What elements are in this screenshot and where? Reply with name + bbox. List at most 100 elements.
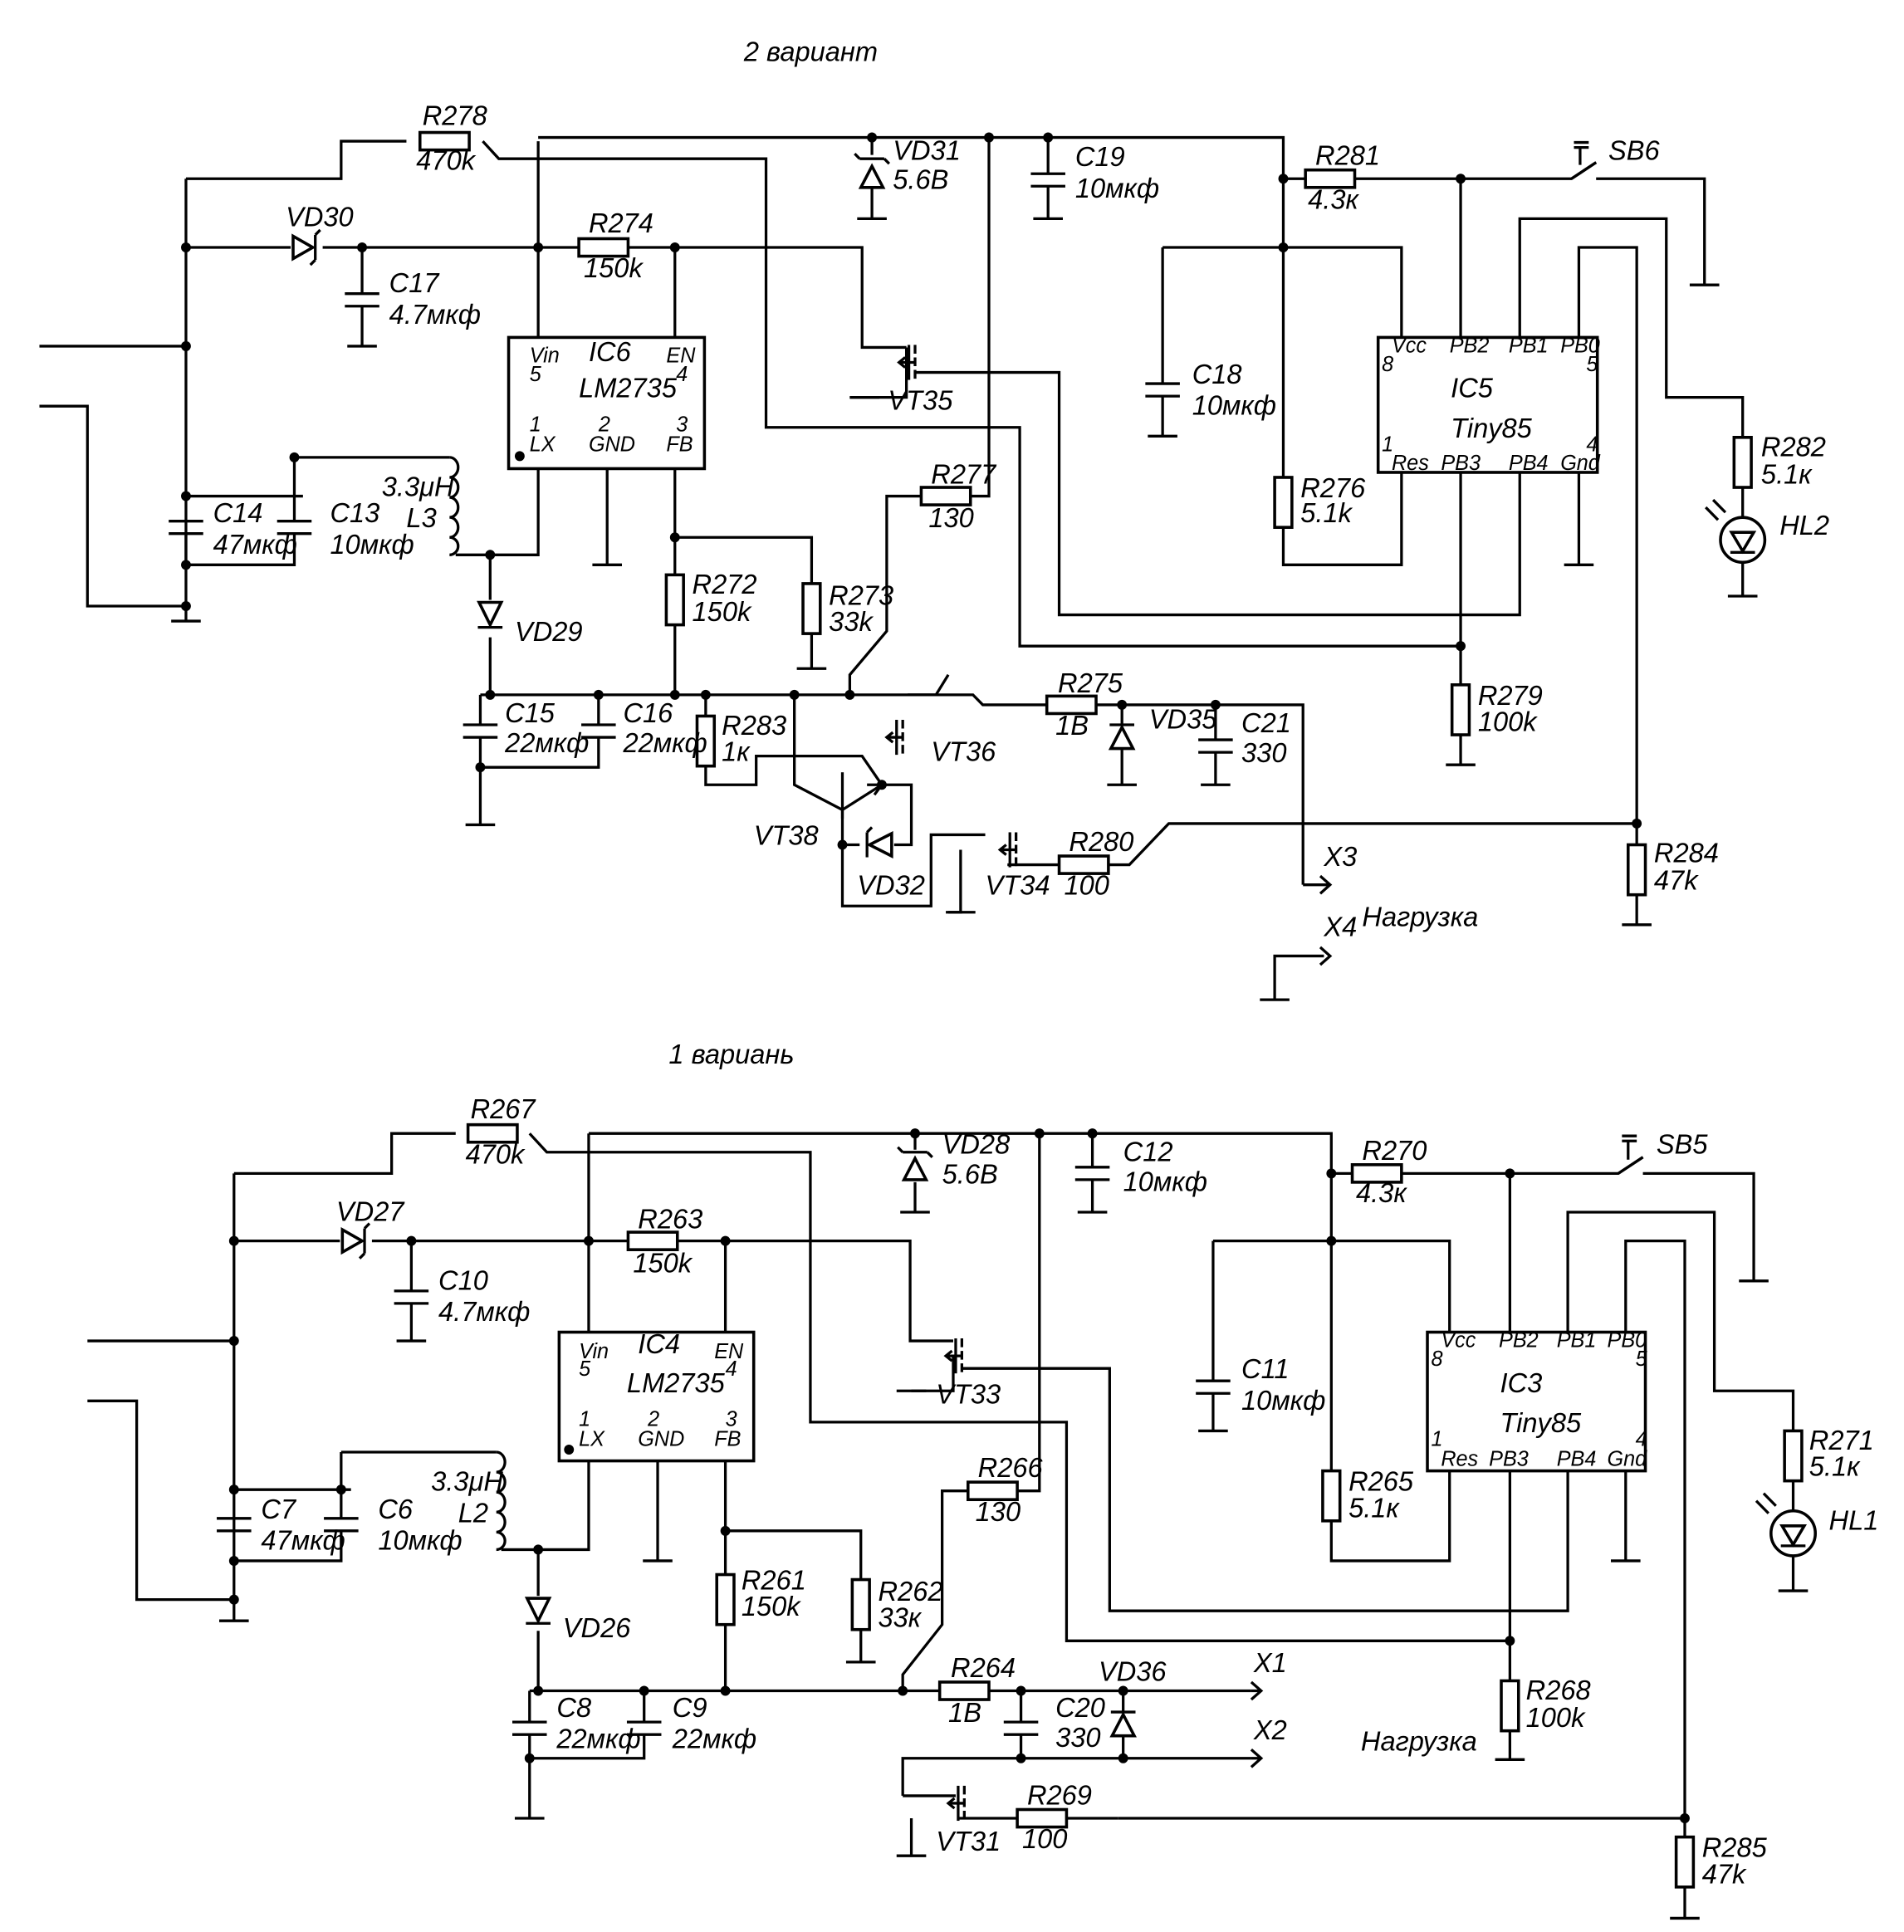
diode-vd36: [1109, 1710, 1137, 1738]
ic4-pin-vin: Vin: [579, 1340, 609, 1363]
label-c17-ref: C17: [389, 267, 441, 298]
wire-pb1: [1518, 217, 1745, 438]
label-c12-ref: C12: [1123, 1136, 1173, 1167]
label-vt36: VT36: [931, 736, 996, 766]
ic3-pin-vcc: Vcc: [1441, 1328, 1476, 1352]
wire-output-rail: [480, 673, 950, 697]
label-vt35: VT35: [888, 384, 953, 415]
capacitor-c10: [392, 1289, 430, 1305]
ic5-pin-5: 5: [1586, 353, 1598, 376]
ic5-tiny85: IC5 Tiny85 Vcc PB2 PB1 PB0 8 5 1 4 Res P…: [1376, 334, 1601, 475]
label-r261-ref: R261: [742, 1564, 806, 1595]
wire-x4: [1273, 954, 1324, 1000]
ic5-pin-4: 4: [1586, 433, 1598, 456]
label-r277-val: 130: [928, 502, 973, 533]
ic6-pin-1: 1: [530, 413, 541, 436]
label-l2-ref: L2: [458, 1497, 488, 1528]
capacitor-c15: [462, 723, 499, 739]
ic4-pin-fb: FB: [714, 1427, 741, 1450]
label-c19-ref: C19: [1075, 141, 1125, 172]
label-c14-val: 47мкф: [213, 529, 297, 560]
ic4-pin-3: 3: [726, 1407, 737, 1431]
variant-2: 2 вариант I: [39, 37, 1829, 1001]
label-r262-val: 33к: [879, 1602, 923, 1633]
label-l3-ref: L3: [406, 502, 436, 533]
label-r282-val: 5.1к: [1761, 458, 1813, 489]
label-vd28-ref: VD28: [942, 1128, 1011, 1159]
label-r278-val: 470k: [416, 144, 476, 175]
label-c10-val: 4.7мкф: [438, 1296, 530, 1327]
label-vt34: VT34: [986, 869, 1050, 900]
label-r272-ref: R272: [693, 569, 757, 599]
label-r279-val: 100k: [1478, 706, 1538, 736]
ic6-pin-fb: FB: [666, 433, 693, 456]
ic5-pin-vcc: Vcc: [1392, 334, 1427, 357]
led-hl1: [1755, 1492, 1817, 1558]
label-r261-val: 150k: [742, 1591, 801, 1621]
diode-vd31: [854, 152, 891, 189]
label-c16-ref: C16: [623, 697, 673, 728]
label-vd28-val: 5.6В: [942, 1158, 998, 1189]
wire-vt36: [908, 693, 1304, 885]
resistor-r272: [664, 573, 685, 627]
ic4-pin-2: 2: [647, 1407, 659, 1431]
resistor-r271: [1783, 1429, 1804, 1483]
inductor-l3: [449, 456, 460, 556]
label-r265-ref: R265: [1348, 1465, 1414, 1496]
wire-c13-c14: [184, 457, 303, 566]
wire-top-rail: [536, 135, 1403, 566]
transistor-vt34: [998, 830, 1018, 869]
ic4-pin-en: EN: [714, 1340, 744, 1363]
label-r267-val: 470k: [466, 1138, 526, 1169]
wire-lx: [538, 1460, 590, 1552]
label-hl2: HL2: [1779, 510, 1829, 540]
wire-pb0: [1118, 1239, 1686, 1820]
wire-c11: [1211, 1239, 1451, 1431]
label-r270-ref: R270: [1362, 1135, 1427, 1166]
wire-c15-c16: [478, 694, 600, 825]
label-c14-ref: C14: [213, 497, 263, 528]
label-r283-val: 1к: [722, 736, 751, 766]
label-c20-ref: C20: [1055, 1692, 1105, 1723]
diode-vd32: [865, 826, 893, 858]
wire-c18: [1161, 246, 1403, 437]
ic5-ref: IC5: [1451, 372, 1493, 403]
capacitor-c17: [343, 292, 381, 308]
ic6-pin-lx: LX: [530, 433, 556, 456]
label-vt33: VT33: [936, 1378, 1001, 1409]
label-x4: X4: [1323, 911, 1357, 942]
label-c21-val: 330: [1241, 737, 1286, 768]
ic3-pin-pb2: PB2: [1499, 1328, 1539, 1352]
ic5-pin-pb4: PB4: [1509, 452, 1549, 475]
label-r281-val: 4.3к: [1308, 183, 1359, 214]
label-vd27-ref: VD27: [336, 1196, 405, 1226]
resistor-r285: [1674, 1835, 1696, 1889]
ic3-tiny85: IC3 Tiny85 Vcc PB2 PB1 PB0 8 5 1 4 Res P…: [1426, 1328, 1648, 1473]
capacitor-c11: [1194, 1379, 1232, 1395]
ic5-name: Tiny85: [1451, 413, 1532, 443]
label-c9-val: 22мкф: [672, 1724, 756, 1754]
label-r271-val: 5.1к: [1809, 1450, 1861, 1481]
diode-vd26: [524, 1597, 552, 1625]
label-c13-val: 10мкф: [330, 529, 414, 560]
label-r268-ref: R268: [1526, 1675, 1592, 1705]
label-r265-val: 5.1к: [1348, 1492, 1400, 1523]
ic4-pin-1: 1: [579, 1407, 590, 1431]
label-r264-val: 1В: [948, 1697, 981, 1728]
ic5-pin-pb2: PB2: [1450, 334, 1490, 357]
ic4-name: LM2735: [627, 1367, 726, 1398]
wire-vd30-r274: [185, 246, 907, 350]
ic4-ref: IC4: [638, 1328, 680, 1359]
ic3-pin-8: 8: [1431, 1348, 1442, 1371]
variant-1-title: 1 вариань: [668, 1039, 794, 1069]
ic3-pin-pb4: PB4: [1557, 1447, 1597, 1470]
label-l2-val: 3.3μH: [431, 1465, 503, 1496]
label-r283-ref: R283: [722, 710, 786, 741]
junction-dots: [228, 1128, 1690, 1824]
capacitor-c19: [1029, 172, 1067, 188]
label-c10-ref: C10: [438, 1264, 488, 1295]
label-vd29-ref: VD29: [515, 616, 583, 647]
label-c18-val: 10мкф: [1192, 389, 1276, 420]
led-hl2: [1705, 498, 1767, 565]
ic6-ref: IC6: [589, 336, 631, 367]
